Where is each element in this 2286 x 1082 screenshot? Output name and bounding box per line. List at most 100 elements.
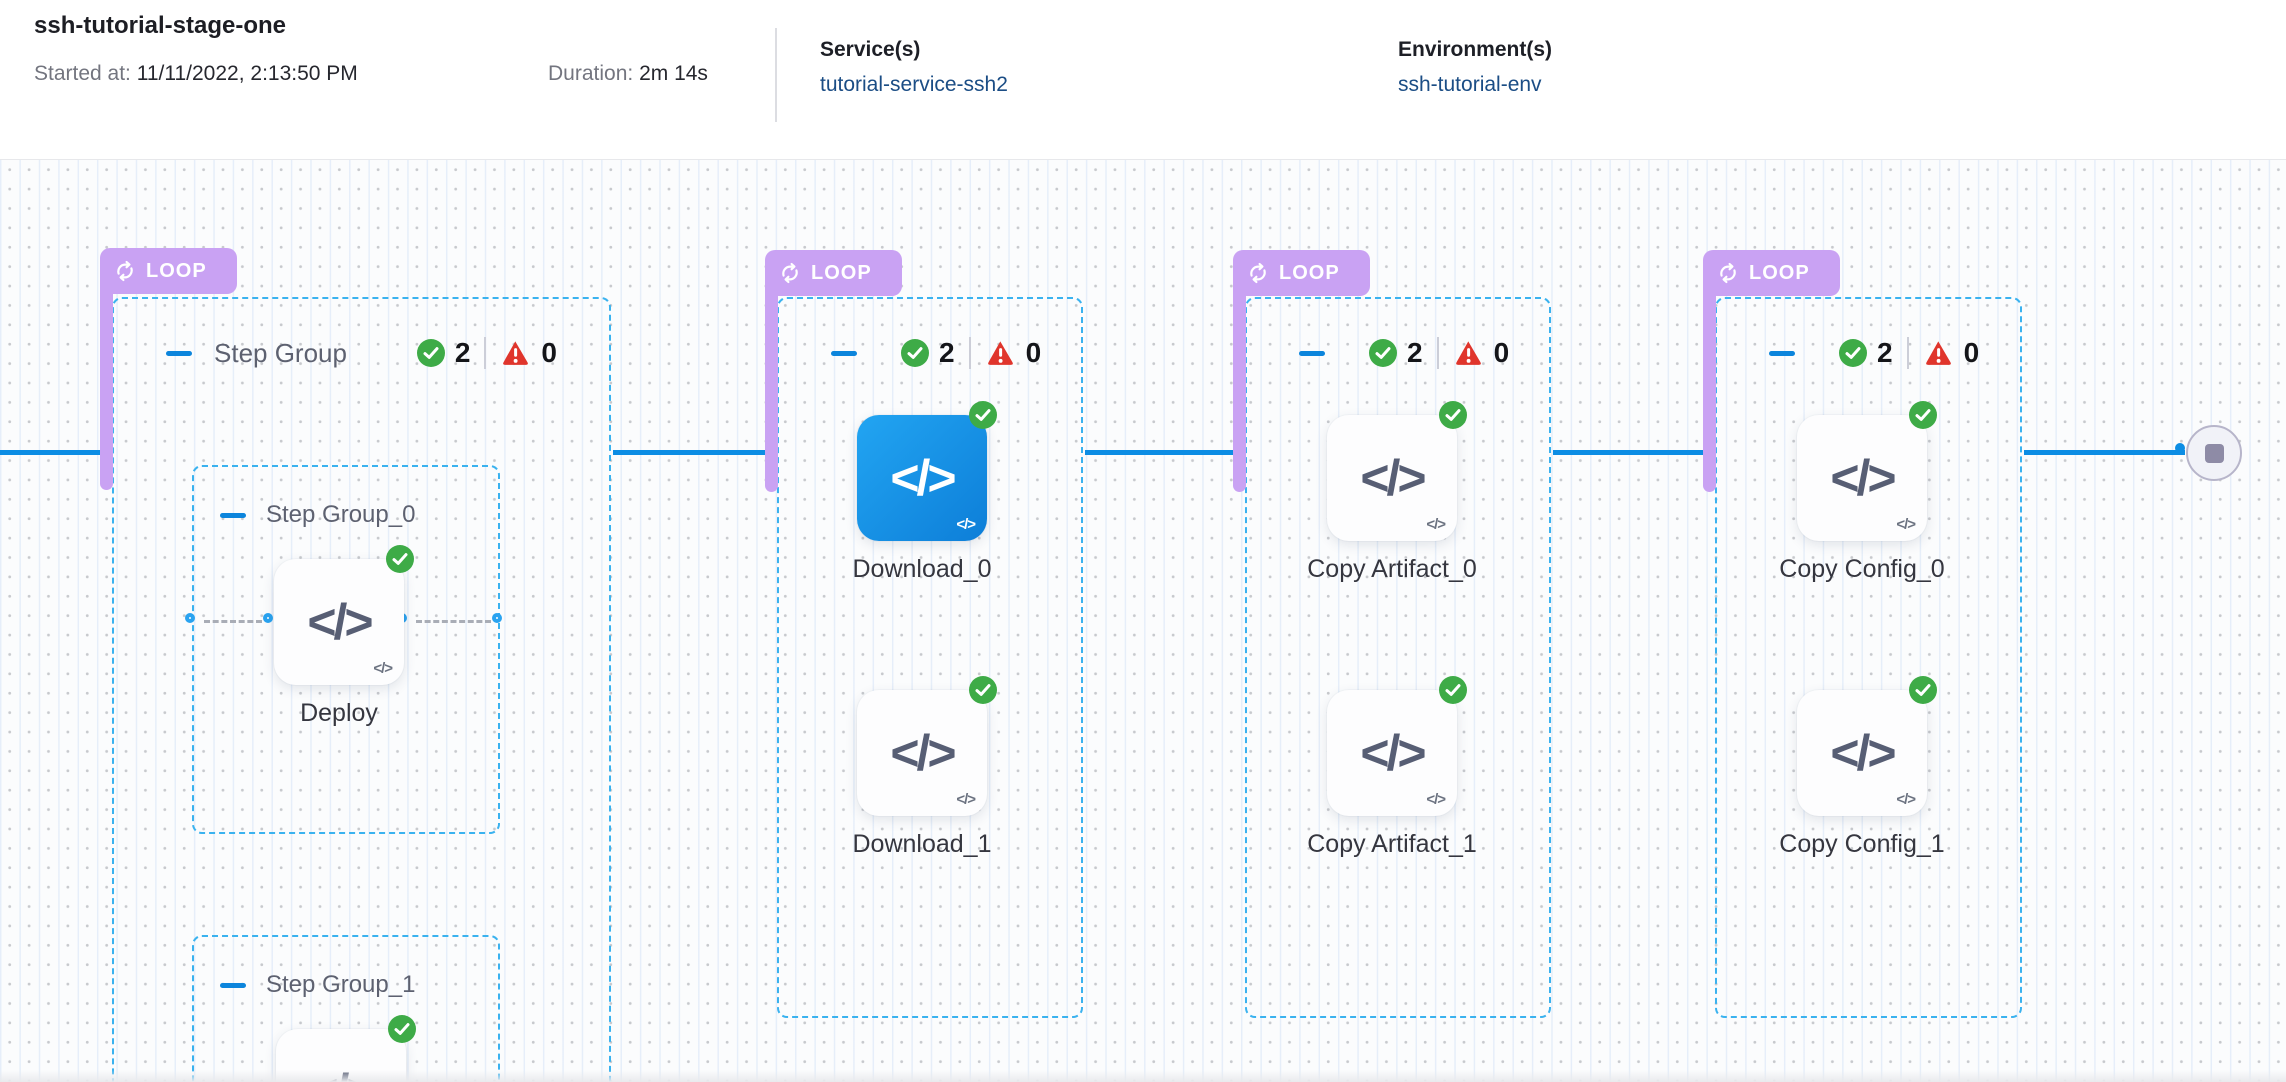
matrix-connector	[416, 620, 491, 623]
link-point	[492, 613, 502, 623]
service-link[interactable]: tutorial-service-ssh2	[820, 73, 1008, 96]
environments-label: Environment(s)	[1398, 38, 1553, 61]
matrix-connector	[204, 620, 262, 623]
success-badge-icon	[1439, 676, 1467, 704]
loop-badge: LOOP	[1233, 250, 1370, 296]
success-count: 2	[1877, 337, 1893, 368]
code-icon: </>	[307, 594, 373, 650]
loop-icon	[117, 260, 133, 282]
step-node[interactable]: </> </>	[1797, 401, 1937, 541]
loop-badge: LOOP	[765, 250, 902, 296]
success-icon	[1839, 339, 1867, 367]
step-node[interactable]: </> </>	[274, 545, 414, 685]
step-label: Copy Config_0	[1779, 555, 1945, 583]
collapse-icon[interactable]	[166, 350, 192, 356]
step-copy-config-0: </> </> Copy Config_0	[1779, 401, 1945, 583]
step-node[interactable]: </>	[276, 1015, 416, 1082]
started-at-value: 11/11/2022, 2:13:50 PM	[136, 62, 358, 85]
step-group-box: D… 2 0 </> </> Download_0	[777, 297, 1083, 1018]
step-node[interactable]: </> </>	[857, 401, 997, 541]
success-badge-icon	[969, 401, 997, 429]
step-group-box: C 2 0 </> </> Copy Artifact_0	[1245, 297, 1551, 1018]
loop-tag-label: LOOP	[1279, 261, 1340, 284]
loop-badge: LOOP	[1703, 250, 1840, 296]
step-label: Download_0	[852, 555, 992, 583]
failed-icon	[987, 341, 1013, 365]
link-point	[263, 613, 273, 623]
loop-tag-label: LOOP	[811, 261, 872, 284]
stage-end-node	[2186, 425, 2242, 481]
step-node[interactable]: </> </>	[857, 676, 997, 816]
code-corner-icon: </>	[956, 516, 976, 533]
step-group-box: C 2 0 </> </> Copy Config_0	[1715, 297, 2022, 1018]
success-icon	[901, 339, 929, 367]
inner-step-group-box: Step Group_0 </> </> Deploy	[185, 465, 502, 834]
group-header: C 2 0	[1717, 337, 2020, 369]
step-copy-config-1: </> </> Copy Config_1	[1779, 676, 1945, 858]
execution-line	[1085, 450, 1235, 455]
failed-count: 0	[1025, 337, 1042, 368]
collapse-icon[interactable]	[831, 350, 857, 356]
step-download-0: </> </> Download_0	[853, 401, 997, 583]
environment-link[interactable]: ssh-tutorial-env	[1398, 73, 1542, 96]
success-badge-icon	[388, 1015, 416, 1043]
loop-tag-label: LOOP	[1749, 261, 1810, 284]
badge-divider	[1906, 337, 1909, 369]
stage-title: ssh-tutorial-stage-one	[34, 12, 287, 39]
success-badge-icon	[969, 676, 997, 704]
success-badge-icon	[1909, 401, 1937, 429]
code-icon: </>	[890, 450, 956, 506]
step-download-1: </> </> Download_1	[853, 676, 997, 858]
step-label: Copy Artifact_0	[1307, 555, 1477, 583]
started-at-label: Started at:	[34, 62, 131, 85]
code-icon: </>	[1830, 450, 1896, 506]
step-deploy: </> </> Deploy	[274, 545, 414, 727]
success-badge-icon	[386, 545, 414, 573]
services-label: Service(s)	[820, 38, 921, 61]
step-node[interactable]: </> </>	[1327, 401, 1467, 541]
success-icon	[1369, 339, 1397, 367]
collapse-icon[interactable]	[1299, 350, 1325, 356]
badge-divider	[1436, 337, 1439, 369]
execution-line	[1553, 450, 1705, 455]
services-block: Service(s) tutorial-service-ssh2	[820, 38, 1008, 97]
step-node[interactable]: </> </>	[1797, 676, 1937, 816]
success-badge-icon	[1909, 676, 1937, 704]
inner-group-header: Step Group_0	[194, 501, 498, 529]
pipeline-canvas[interactable]: LOOP Step Group 2 0 Step Group_0	[0, 160, 2286, 1082]
code-corner-icon: </>	[373, 660, 393, 677]
step-group-box: Step Group 2 0 Step Group_0	[112, 297, 611, 1082]
code-corner-icon: </>	[1426, 791, 1446, 808]
stop-icon	[2204, 443, 2224, 463]
loop-icon	[782, 262, 798, 284]
collapse-icon[interactable]	[220, 512, 246, 518]
code-corner-icon: </>	[956, 791, 976, 808]
status-badges: 2 0	[416, 337, 557, 369]
step-label: Copy Artifact_1	[1307, 830, 1477, 858]
step-label: Download_1	[852, 830, 992, 858]
execution-line	[613, 450, 767, 455]
code-corner-icon: </>	[1426, 516, 1446, 533]
group-header: D… 2 0	[779, 337, 1081, 369]
collapse-icon[interactable]	[220, 982, 246, 988]
loop-strip	[1233, 280, 1246, 492]
duration-value: 2m 14s	[639, 62, 708, 85]
step-copy-artifact-0: </> </> Copy Artifact_0	[1307, 401, 1477, 583]
execution-line	[2024, 450, 2185, 455]
loop-badge: LOOP	[100, 248, 237, 294]
status-badges: 2 0	[901, 337, 1041, 369]
code-icon: </>	[309, 1063, 375, 1082]
group-header: Step Group 2 0	[114, 337, 609, 369]
badge-divider	[484, 337, 487, 369]
inner-group-title: Step Group_0	[266, 501, 416, 528]
success-count: 2	[454, 337, 471, 368]
step-label: Copy Config_1	[1779, 830, 1945, 858]
code-icon: </>	[1830, 725, 1896, 781]
step-node[interactable]: </> </>	[1327, 676, 1467, 816]
failed-icon	[503, 341, 529, 365]
code-corner-icon: </>	[1896, 791, 1916, 808]
loop-tag-label: LOOP	[146, 259, 207, 282]
inner-group-title: Step Group_1	[266, 971, 416, 998]
code-icon: </>	[1360, 725, 1426, 781]
collapse-icon[interactable]	[1769, 350, 1795, 356]
